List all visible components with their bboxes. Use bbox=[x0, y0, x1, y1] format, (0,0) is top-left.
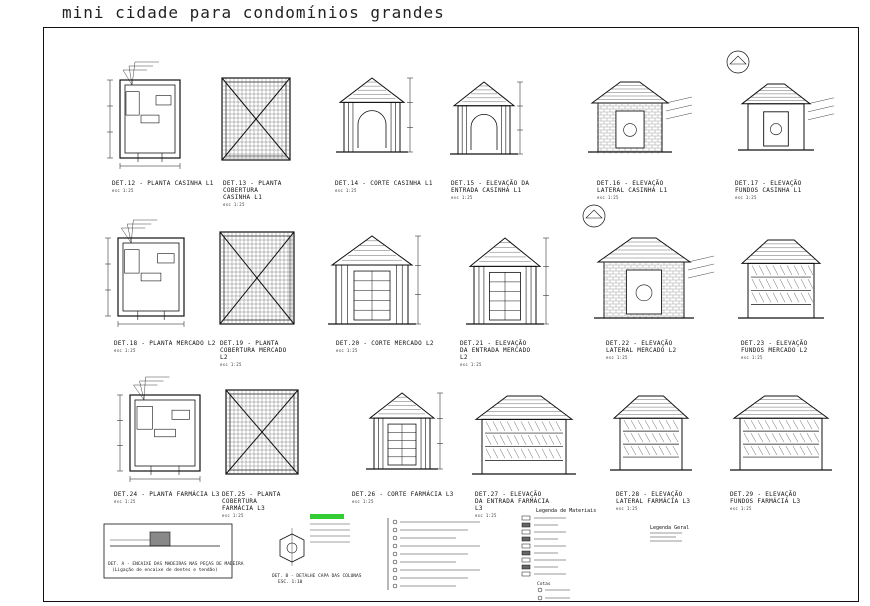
legend-cotas-title: Cotas bbox=[537, 582, 551, 587]
det18-plan bbox=[117, 237, 185, 317]
det13-roof-plan bbox=[221, 77, 291, 161]
det-a-frame bbox=[103, 523, 233, 579]
det-b-title: DET. B - DETALHE CAPA DAS COLUNAS bbox=[272, 574, 362, 579]
det-a-title: DET. A - ENCAIXE DAS MADEIRAS NAS PEÇAS … bbox=[108, 562, 244, 567]
caption-det27: DET.27 - ELEVAÇÃO DA ENTRADA FARMÁCIA L3… bbox=[475, 491, 550, 518]
det19-roof-plan bbox=[219, 231, 295, 325]
legend-materials-title: Legenda de Materiais bbox=[536, 508, 597, 514]
legend-general-title: Legenda Geral bbox=[650, 525, 690, 531]
det24-plan bbox=[129, 394, 201, 472]
det-b-scale: ESC. 1:10 bbox=[278, 580, 303, 585]
det12-plan bbox=[119, 79, 181, 159]
drawing-sheet bbox=[43, 27, 859, 602]
det-a-subtitle: (Ligação de encaixe de dentes e tendão) bbox=[112, 568, 218, 573]
green-note bbox=[310, 514, 344, 519]
page-title: mini cidade para condomínios grandes bbox=[62, 3, 445, 22]
